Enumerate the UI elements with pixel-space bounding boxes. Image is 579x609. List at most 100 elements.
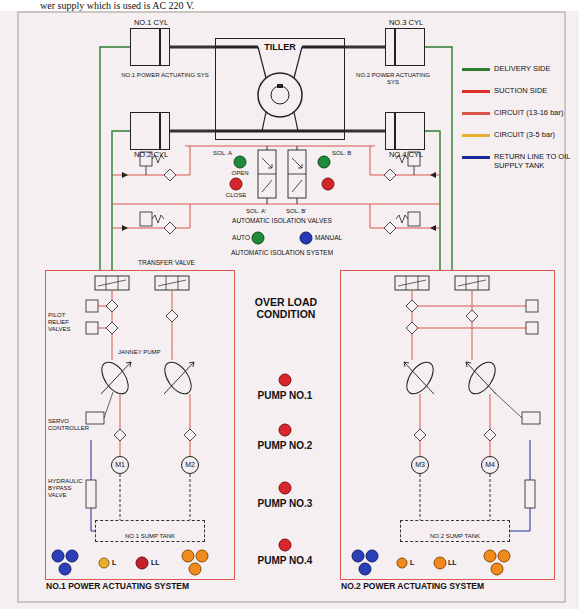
hydraulic-connector <box>100 47 130 270</box>
filter <box>406 322 418 334</box>
legend-row: RETURN LINE TO OIL SUPPLY TANK <box>462 152 574 170</box>
valve-divider <box>258 174 276 175</box>
cylinder-box: NO.3 CYL <box>385 28 425 66</box>
hydraulic-connector <box>345 130 385 133</box>
circuit-line <box>490 394 491 456</box>
pump-arrow <box>404 362 496 394</box>
circuit-line <box>370 175 440 176</box>
legend-text: RETURN LINE TO OIL SUPPLY TANK <box>494 152 574 170</box>
lamp-label: CLOSE <box>222 192 250 199</box>
legend-row: SUCTION SIDE <box>462 86 574 95</box>
cylinder-box: NO.1 CYL <box>130 28 170 66</box>
hydraulic-connector <box>490 474 491 520</box>
node-label: TILLER <box>216 39 344 52</box>
sump-tank: NO.1 SUMP TANK <box>95 520 205 542</box>
filter <box>484 429 496 441</box>
circuit-line <box>112 204 440 205</box>
flow-arrow <box>122 225 128 231</box>
filter <box>466 310 478 322</box>
circuit-line <box>370 146 371 175</box>
solenoid-label: SOL. B' <box>286 208 307 215</box>
rudder-stock-bore <box>271 86 289 104</box>
indicator-lamp <box>234 156 246 168</box>
node-label: NO.2 SUMP TANK <box>401 533 509 540</box>
indicator-lamp <box>366 550 378 562</box>
hydraulic-connector <box>420 474 421 520</box>
circuit-line <box>185 146 375 147</box>
piston-head <box>394 113 396 149</box>
isolation-valve <box>258 150 276 198</box>
node-label: M2 <box>185 461 195 469</box>
overload-lamp <box>279 482 291 494</box>
node-label: NO.3 CYL <box>366 19 446 27</box>
relief-valve <box>140 212 152 226</box>
level-label: L <box>410 559 414 567</box>
lamp-label: PUMP NO.3 <box>240 498 330 510</box>
indicator-lamp <box>66 550 78 562</box>
panel-heading: OVER LOAD CONDITION <box>238 296 334 320</box>
flow-arrow <box>430 225 436 231</box>
circuit-line <box>190 204 191 228</box>
solenoid-label: SOL. A' <box>246 208 266 215</box>
hydraulic-connector <box>170 46 215 49</box>
tiller-arm <box>216 130 344 133</box>
flow-arrow <box>122 172 128 178</box>
tiller-strut <box>294 112 298 131</box>
hydraulic-connector <box>425 47 452 270</box>
indicator-lamp <box>182 550 194 562</box>
circuit-line <box>190 146 191 175</box>
piston-head <box>159 29 161 65</box>
valve-stem <box>146 166 147 175</box>
legend-swatch <box>462 134 490 137</box>
indicator-lamp <box>397 558 407 568</box>
hydraulic-connector <box>170 130 215 133</box>
node-label: NO.2 CYL <box>111 151 191 159</box>
group-label: AUTOMATIC ISOLATION VALVES <box>214 217 350 224</box>
tiller-arm <box>216 46 258 49</box>
indicator-lamp <box>484 550 496 562</box>
isolation-valve <box>288 150 306 198</box>
valve-detail <box>98 276 186 290</box>
filter <box>106 300 118 312</box>
legend-text: SUCTION SIDE <box>494 86 574 95</box>
solenoid-label: SOL. B <box>332 150 351 157</box>
circuit-line <box>370 228 440 229</box>
node-label: NO.1 SUMP TANK <box>96 533 204 540</box>
legend-swatch <box>462 68 490 71</box>
pump-arrow <box>101 362 194 394</box>
tiller-arm <box>302 46 344 49</box>
indicator-lamp <box>300 232 312 244</box>
valve-spring <box>396 215 408 223</box>
motor-circle: M2 <box>181 456 199 474</box>
valve-stem <box>297 198 298 204</box>
relief-valve <box>408 212 420 226</box>
check-valve <box>164 222 176 234</box>
legend-swatch <box>462 90 490 93</box>
indicator-lamp <box>352 550 364 562</box>
indicator-lamp <box>252 232 264 244</box>
indicator-lamp <box>136 557 148 569</box>
node-label: NO.2 POWER ACTUATING SYSTEM <box>341 582 484 592</box>
part-label: HYDRAULIC BYPASS VALVE <box>48 478 83 499</box>
tiller-box: TILLER <box>215 38 345 140</box>
system-label: NO.2 POWER ACTUATING SYS <box>350 72 436 86</box>
actuating-system-panel: NO.2 POWER ACTUATING SYSTEMM3M4NO.2 SUMP… <box>340 270 555 580</box>
indicator-lamp <box>318 156 330 168</box>
servo-link <box>104 392 113 418</box>
node-label: NO.4 CYL <box>366 151 446 159</box>
legend-row: CIRCUIT (13-16 bar) <box>462 108 574 117</box>
overload-lamp <box>279 424 291 436</box>
motor-circle: M4 <box>481 456 499 474</box>
node-label: M1 <box>115 461 125 469</box>
filter <box>114 429 126 441</box>
part-label: SERVO CONTROLLER <box>48 418 83 432</box>
indicator-lamp <box>434 557 446 569</box>
legend-text: DELIVERY SIDE <box>494 64 574 73</box>
legend-text: CIRCUIT (3-5 bar) <box>494 130 574 139</box>
lamp-label: PUMP NO.1 <box>240 390 330 402</box>
check-valve <box>164 169 176 181</box>
group-label: AUTOMATIC ISOLATION SYSTEM <box>210 249 354 256</box>
indicator-lamp <box>491 563 503 575</box>
pilot-relief-valve <box>526 322 538 334</box>
filter <box>184 429 196 441</box>
